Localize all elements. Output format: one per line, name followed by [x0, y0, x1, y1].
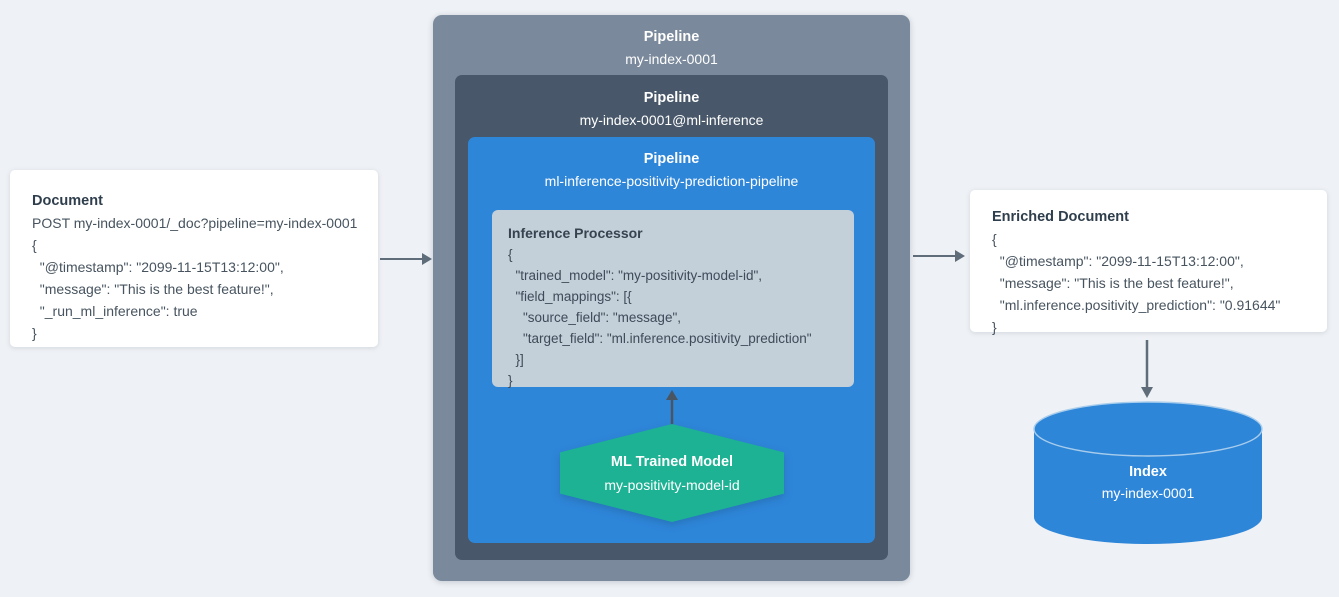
- ml-trained-model-title: ML Trained Model: [610, 453, 734, 470]
- index-title: Index: [1129, 464, 1167, 480]
- outer-pipeline-title: Pipeline: [643, 29, 700, 45]
- ml-inference-pipeline-header: Pipeline my-index-0001@ml-inference: [455, 88, 888, 130]
- enriched-document-card: Enriched Document { "@timestamp": "2099-…: [970, 190, 1327, 335]
- document-card: Document POST my-index-0001/_doc?pipelin…: [10, 170, 378, 347]
- inference-processor-code: { "trained_model": "my-positivity-model-…: [508, 247, 812, 388]
- ml-trained-model-hexagon-wrap: ML Trained Model my-positivity-model-id: [560, 424, 784, 522]
- outer-pipeline-header: Pipeline my-index-0001: [433, 27, 910, 69]
- inference-processor-title: Inference Processor: [508, 225, 643, 241]
- enriched-document-title: Enriched Document: [992, 209, 1129, 225]
- ml-trained-model-name: my-positivity-model-id: [604, 476, 740, 493]
- inference-processor-box: Inference Processor { "trained_model": "…: [492, 210, 854, 388]
- flow-arrow-pipeline-to-enriched-icon: [913, 250, 965, 262]
- flow-arrow-enriched-to-index-icon: [1141, 340, 1153, 398]
- flow-arrow-model-to-processor-icon: [666, 390, 678, 426]
- flow-arrow-document-to-pipeline-icon: [380, 253, 432, 265]
- document-card-code: POST my-index-0001/_doc?pipeline=my-inde…: [32, 215, 358, 341]
- enriched-document-code: { "@timestamp": "2099-11-15T13:12:00", "…: [992, 231, 1281, 335]
- prediction-pipeline-name: ml-inference-positivity-prediction-pipel…: [544, 173, 799, 189]
- prediction-pipeline-header: Pipeline ml-inference-positivity-predict…: [468, 149, 875, 191]
- prediction-pipeline-title: Pipeline: [643, 151, 700, 167]
- outer-pipeline-name: my-index-0001: [625, 51, 718, 67]
- ml-inference-pipeline-name: my-index-0001@ml-inference: [579, 112, 764, 128]
- index-name: my-index-0001: [1101, 485, 1195, 501]
- ml-trained-model-hexagon: ML Trained Model my-positivity-model-id: [560, 424, 784, 522]
- ml-inference-pipeline-title: Pipeline: [643, 90, 700, 106]
- index-cylinder-label: Index my-index-0001: [1033, 462, 1263, 504]
- index-cylinder-icon: [1033, 401, 1263, 544]
- document-card-title: Document: [32, 193, 103, 209]
